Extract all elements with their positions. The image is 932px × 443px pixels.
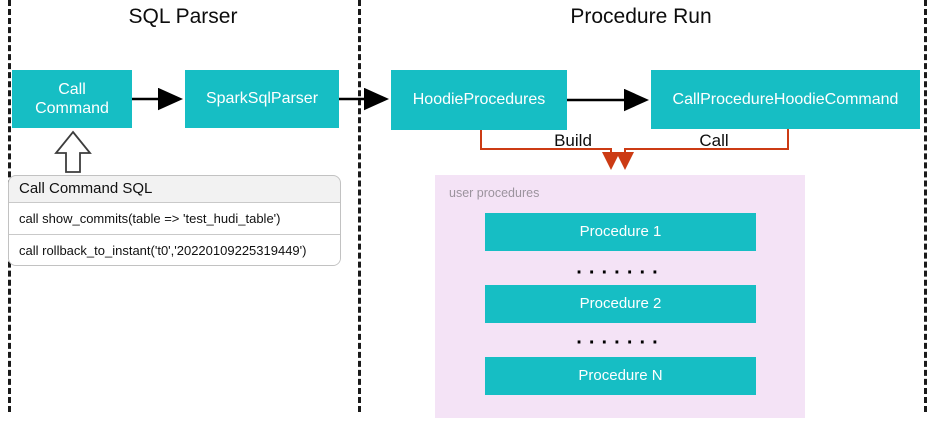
user-procedures-label: user procedures bbox=[449, 186, 540, 200]
node-call-procedure-hoodie-command-label: CallProcedureHoodieCommand bbox=[672, 90, 899, 108]
build-edge-label: Build bbox=[554, 131, 592, 150]
up-arrow-sql-to-callcommand bbox=[54, 130, 92, 173]
section-divider-right bbox=[924, 0, 927, 412]
node-hoodie-procedures: HoodieProcedures bbox=[391, 70, 567, 130]
node-procedure-1: Procedure 1 bbox=[485, 213, 756, 251]
procedure-run-section-title: Procedure Run bbox=[570, 5, 712, 28]
call-command-sql-title: Call Command SQL bbox=[19, 180, 153, 197]
user-procedures-panel: user procedures Procedure 1 ······· Proc… bbox=[435, 175, 805, 418]
node-call-command-label: Call Command bbox=[35, 80, 109, 117]
node-call-command: Call Command bbox=[12, 70, 132, 128]
sql-parser-section-title: SQL Parser bbox=[128, 5, 238, 28]
procedures-ellipsis: ······· bbox=[576, 262, 665, 284]
node-spark-sql-parser-label: SparkSqlParser bbox=[205, 90, 319, 108]
node-procedure-2: Procedure 2 bbox=[485, 285, 756, 323]
call-command-sql-panel: Call Command SQL call show_commits(table… bbox=[8, 175, 341, 266]
section-divider-middle bbox=[358, 0, 361, 412]
procedures-ellipsis: ······· bbox=[576, 332, 665, 354]
node-procedure-n: Procedure N bbox=[485, 357, 756, 395]
node-spark-sql-parser: SparkSqlParser bbox=[185, 70, 339, 128]
node-call-procedure-hoodie-command: CallProcedureHoodieCommand bbox=[651, 70, 920, 129]
sql-example-show-commits: call show_commits(table => 'test_hudi_ta… bbox=[9, 202, 340, 234]
node-hoodie-procedures-label: HoodieProcedures bbox=[412, 91, 546, 109]
sql-example-rollback: call rollback_to_instant('t0','202201092… bbox=[9, 234, 340, 265]
call-edge-label: Call bbox=[699, 131, 729, 150]
